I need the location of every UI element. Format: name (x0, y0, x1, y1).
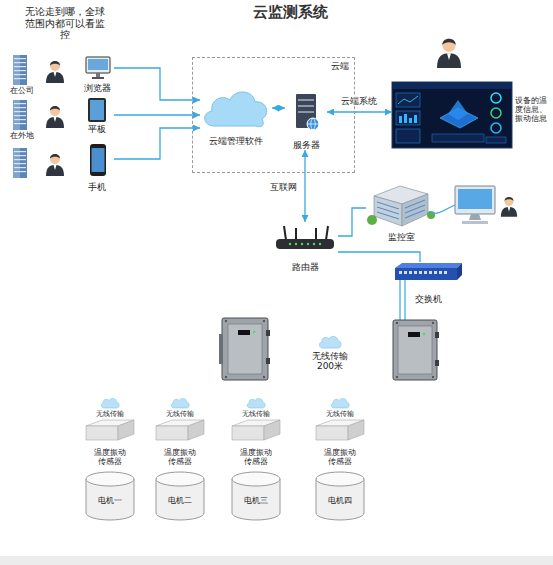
node-label: 温度振动传感器 (93, 448, 127, 466)
connector (114, 114, 200, 115)
connector (114, 128, 200, 159)
gateway-box (219, 318, 270, 380)
network-cable (429, 205, 455, 213)
cloud-outline (205, 92, 267, 127)
monitor-icon (86, 57, 110, 79)
note-label: 无线传输 (160, 410, 200, 418)
node-label: 监控室 (388, 232, 415, 242)
sensor-node: 温度振动传感器 (310, 420, 370, 466)
sensor-node: 温度振动传感器 (226, 420, 286, 466)
note-label: 在外地 (4, 131, 40, 140)
node-label: 云端管理软件 (209, 136, 263, 146)
bottom-band (0, 556, 553, 565)
building-illustration (367, 186, 435, 226)
cylinder-top (86, 472, 134, 486)
node-label: 设备的温度信息、振动信息 (515, 96, 549, 124)
cylinder-shape (230, 470, 282, 522)
node-label: 云端 (331, 61, 349, 71)
cylinder-shape (84, 470, 136, 522)
cloud-region: 云端云端管理软件 服务器 (192, 57, 355, 173)
person-icons (46, 39, 517, 217)
connector (304, 150, 305, 222)
cloud-shape (200, 86, 272, 134)
node-label: 温度振动传感器 (163, 448, 197, 466)
cylinder-shape (154, 470, 206, 522)
cloud-software: 云端管理软件 (200, 86, 272, 146)
node-label: 手机 (88, 182, 106, 192)
connector (114, 68, 200, 100)
cylinder-shape (314, 470, 366, 522)
node-label: 路由器 (292, 262, 319, 272)
node-label: 平板 (88, 124, 106, 134)
motor-node: 电机二 (154, 470, 206, 522)
cylinder-top (316, 472, 364, 486)
node-label: 电机四 (328, 496, 352, 505)
computer-icon (455, 186, 495, 224)
cylinder-top (232, 472, 280, 486)
switch-icon (395, 263, 462, 280)
node-label: 浏览器 (84, 83, 111, 93)
node-label: 服务器 (293, 140, 320, 150)
node-label: 电机一 (98, 496, 122, 505)
router-node: 路由器 (272, 222, 338, 272)
dashboard-node: 设备的温度信息、振动信息 (392, 82, 512, 148)
node-label: 温度振动传感器 (239, 448, 273, 466)
sensor-box-icons (86, 420, 364, 440)
cylinder-top (156, 472, 204, 486)
node-label: 交换机 (415, 294, 442, 304)
connector (272, 107, 285, 108)
connector-label: 云端系统 (340, 96, 378, 106)
motor-node: 电机三 (230, 470, 282, 522)
server-node: 服务器 (285, 92, 327, 150)
device-node: 浏览器 (80, 55, 114, 93)
tablet-icon (88, 98, 106, 122)
diagram-title: 云监测系统 (190, 4, 390, 21)
network-cable (400, 280, 405, 320)
device-node: 手机 (80, 142, 114, 192)
wireless-cloud-icons (101, 337, 349, 408)
node-label: 电机二 (168, 496, 192, 505)
note-label: 无线传输 (320, 410, 360, 418)
dashboard-screen (392, 82, 512, 148)
phone-icon (90, 144, 106, 176)
router-icon (276, 226, 334, 249)
sensor-node: 温度振动传感器 (150, 420, 210, 466)
server-icon (296, 94, 319, 130)
monitor-room-node: 监控室 (366, 176, 436, 242)
note-label: 无论走到哪，全球范围内都可以看监控 (24, 6, 106, 41)
note-label: 无线传输 (90, 410, 130, 418)
note-label: 无线传输 200米 (310, 351, 350, 372)
connector (338, 252, 420, 262)
motor-node: 电机四 (314, 470, 366, 522)
gateway-box (393, 320, 439, 380)
sensor-node: 温度振动传感器 (80, 420, 140, 466)
node-label: 电机三 (244, 496, 268, 505)
device-node: 平板 (80, 96, 114, 134)
connector (338, 208, 366, 236)
note-label: 无线传输 (236, 410, 276, 418)
node-label: 温度振动传感器 (323, 448, 357, 466)
motor-node: 电机一 (84, 470, 136, 522)
connector-label: 互联网 (269, 182, 298, 192)
note-label: 在公司 (4, 86, 40, 95)
connector (327, 111, 392, 112)
building-icons (13, 55, 27, 178)
switch-node: 交换机 (392, 262, 464, 304)
